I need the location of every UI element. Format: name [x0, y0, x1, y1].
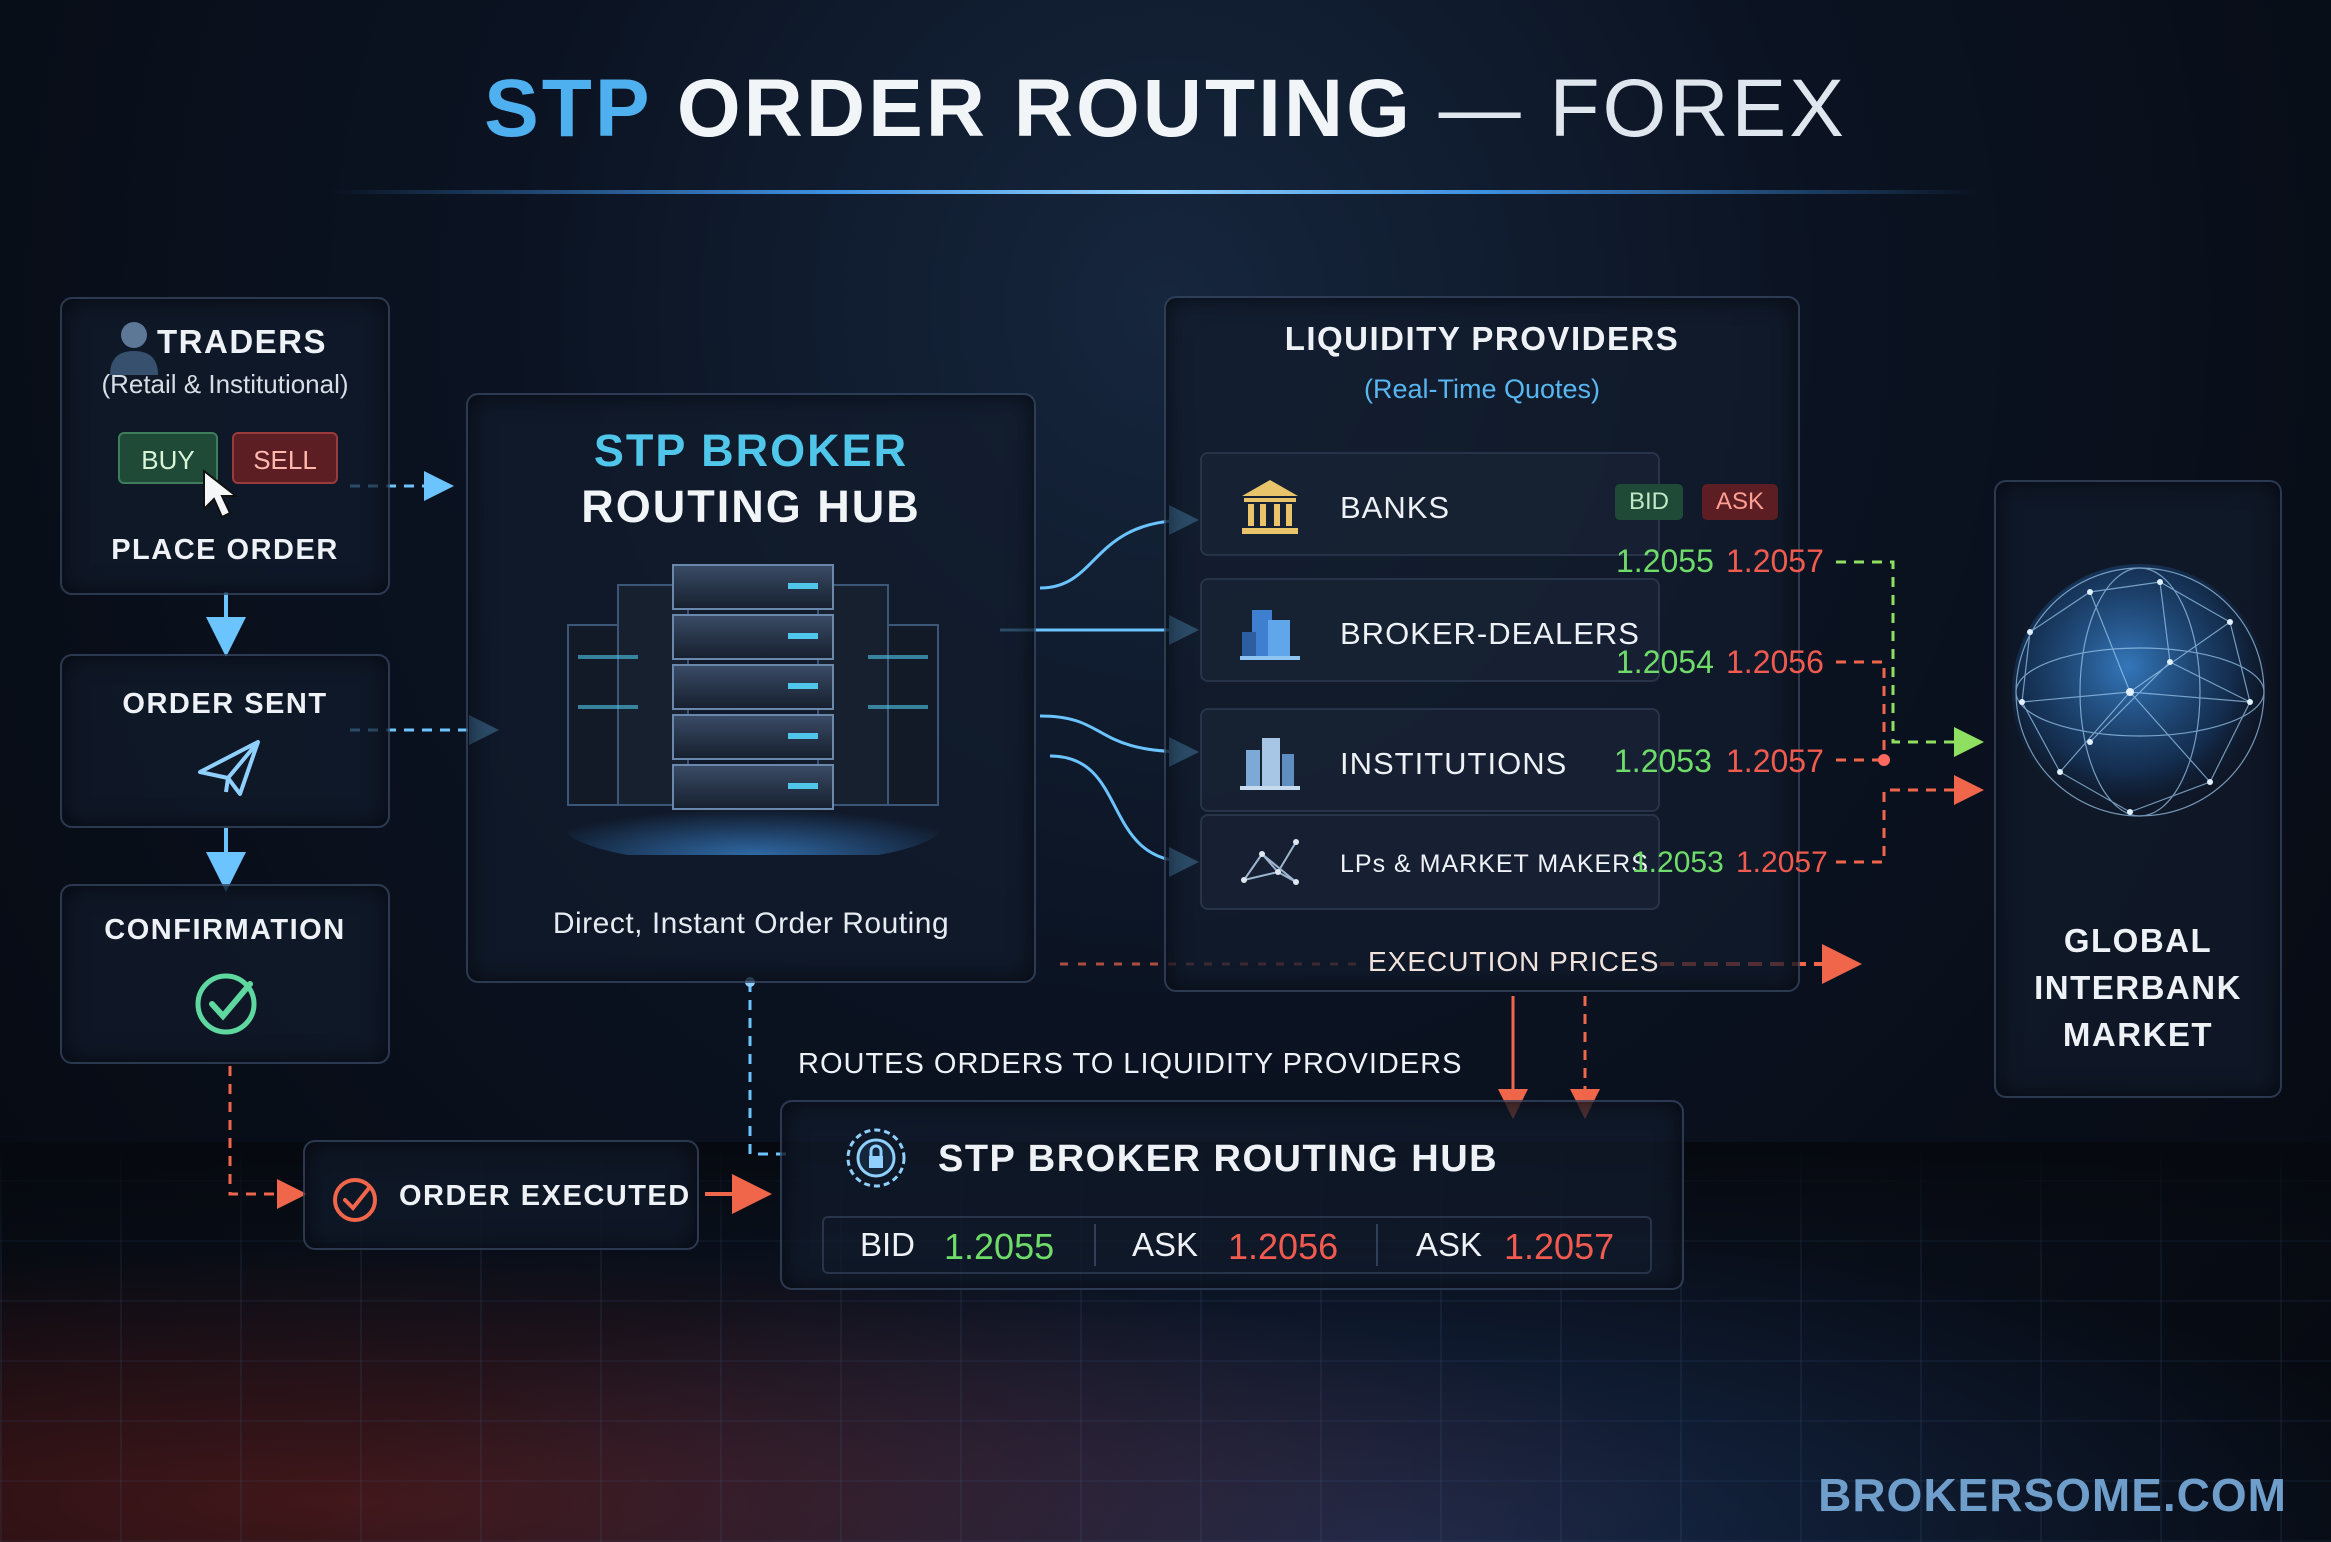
arrow-dealers-to-global	[1836, 660, 1886, 760]
provider-row-lps-market-makers[interactable]: LPs & MARKET MAKERS	[1200, 814, 1660, 910]
provider-name: INSTITUTIONS	[1340, 746, 1568, 781]
buildings-icon	[1240, 610, 1300, 660]
arrow-hub-to-banks	[1039, 505, 1199, 590]
banks-bid: 1.2055	[1616, 543, 1714, 579]
liquidity-heading: LIQUIDITY PROVIDERS	[1284, 320, 1680, 357]
provider-name: BANKS	[1340, 490, 1451, 525]
quote-value: 1.2056	[1228, 1226, 1339, 1267]
check-circle-icon	[195, 973, 257, 1035]
order-sent-panel: ORDER SENT	[60, 654, 390, 828]
title-underline	[330, 190, 1980, 194]
network-icon	[1241, 839, 1299, 885]
quote-divider	[1376, 1224, 1378, 1266]
banks-ask: 1.2057	[1726, 543, 1824, 579]
arrow-confirm-to-executed	[228, 1066, 307, 1209]
traders-subheading: (Retail & Institutional)	[101, 369, 349, 399]
sell-button[interactable]: SELL	[232, 432, 338, 484]
provider-name: BROKER-DEALERS	[1340, 616, 1640, 651]
cursor-icon	[203, 469, 239, 519]
global-line1: GLOBAL	[2063, 922, 2213, 959]
brand-watermark: BROKERSOME.COM	[1818, 1469, 2287, 1521]
paper-plane-icon	[198, 740, 260, 796]
order-executed-panel: ORDER EXECUTED	[303, 1140, 699, 1250]
arrow-lps-to-global	[1836, 775, 1984, 864]
global-market-panel: GLOBAL INTERBANK MARKET	[1994, 480, 2282, 1098]
provider-row-institutions[interactable]: INSTITUTIONS	[1200, 708, 1660, 812]
bottom-hub-quote-bar: BID 1.2055 ASK 1.2056 ASK 1.2057	[822, 1216, 1652, 1274]
title-dash: —	[1438, 63, 1524, 154]
hub-title-line1: STP BROKER	[593, 425, 909, 476]
institutions-bid: 1.2053	[1614, 743, 1712, 779]
confirmation-label: CONFIRMATION	[104, 914, 346, 946]
person-icon	[110, 322, 158, 375]
page-title: STP ORDER ROUTING — FOREX	[0, 62, 2331, 156]
bid-badge: BID	[1615, 484, 1684, 520]
lock-shield-icon	[846, 1128, 906, 1188]
quote-value: 1.2057	[1504, 1226, 1615, 1267]
dealers-bid: 1.2054	[1616, 644, 1714, 680]
traders-heading: TRADERS	[157, 323, 328, 360]
quote-label: BID	[860, 1226, 916, 1263]
globe-icon	[2012, 564, 2268, 820]
lps-bid: 1.2053	[1632, 846, 1724, 879]
liquidity-subheading: (Real-Time Quotes)	[1363, 374, 1601, 404]
check-circle-icon	[333, 1178, 377, 1222]
quote-divider	[1094, 1224, 1096, 1266]
global-line2: INTERBANK	[2034, 969, 2242, 1006]
bottom-hub-title: STP BROKER ROUTING HUB	[938, 1138, 1499, 1180]
confirmation-panel: CONFIRMATION	[60, 884, 390, 1064]
provider-row-broker-dealers[interactable]: BROKER-DEALERS	[1200, 578, 1660, 682]
arrow-hub-to-institutions	[1039, 714, 1199, 767]
title-forex: FOREX	[1549, 63, 1847, 154]
buy-button[interactable]: BUY	[118, 432, 218, 484]
ask-badge: ASK	[1702, 484, 1779, 520]
bottom-hub-panel: STP BROKER ROUTING HUB BID 1.2055 ASK 1.…	[780, 1100, 1684, 1290]
quote-label: ASK	[1132, 1226, 1199, 1263]
quote-label: ASK	[1416, 1226, 1483, 1263]
routes-label: ROUTES ORDERS TO LIQUIDITY PROVIDERS	[798, 1048, 1463, 1080]
title-main: ORDER ROUTING	[676, 63, 1413, 154]
hub-caption: Direct, Instant Order Routing	[552, 907, 950, 940]
provider-name: LPs & MARKET MAKERS	[1340, 850, 1649, 878]
arrow-hub-to-bottom	[748, 982, 790, 1156]
arrow-hub-to-lps	[1049, 754, 1199, 877]
order-sent-label: ORDER SENT	[122, 688, 328, 720]
office-tower-icon	[1240, 738, 1300, 790]
lps-ask: 1.2057	[1736, 846, 1828, 879]
global-line3: MARKET	[2062, 1016, 2214, 1053]
server-rack-icon	[563, 564, 943, 855]
order-executed-label: ORDER EXECUTED	[399, 1180, 691, 1212]
bank-icon	[1242, 480, 1298, 534]
execution-prices-label: EXECUTION PRICES	[1368, 946, 1660, 977]
dealers-ask: 1.2056	[1726, 644, 1824, 680]
provider-row-banks[interactable]: BANKS	[1200, 452, 1660, 556]
hub-title-line2: ROUTING HUB	[581, 481, 921, 532]
arrow-banks-to-global	[1836, 560, 1984, 757]
title-stp: STP	[484, 63, 652, 154]
routing-hub-panel: STP BROKER ROUTING HUB	[466, 393, 1036, 983]
traders-panel: TRADERS (Retail & Institutional) BUY SEL…	[60, 297, 390, 595]
quote-value: 1.2055	[944, 1226, 1055, 1267]
institutions-ask: 1.2057	[1726, 743, 1824, 779]
place-order-label: PLACE ORDER	[111, 534, 339, 566]
